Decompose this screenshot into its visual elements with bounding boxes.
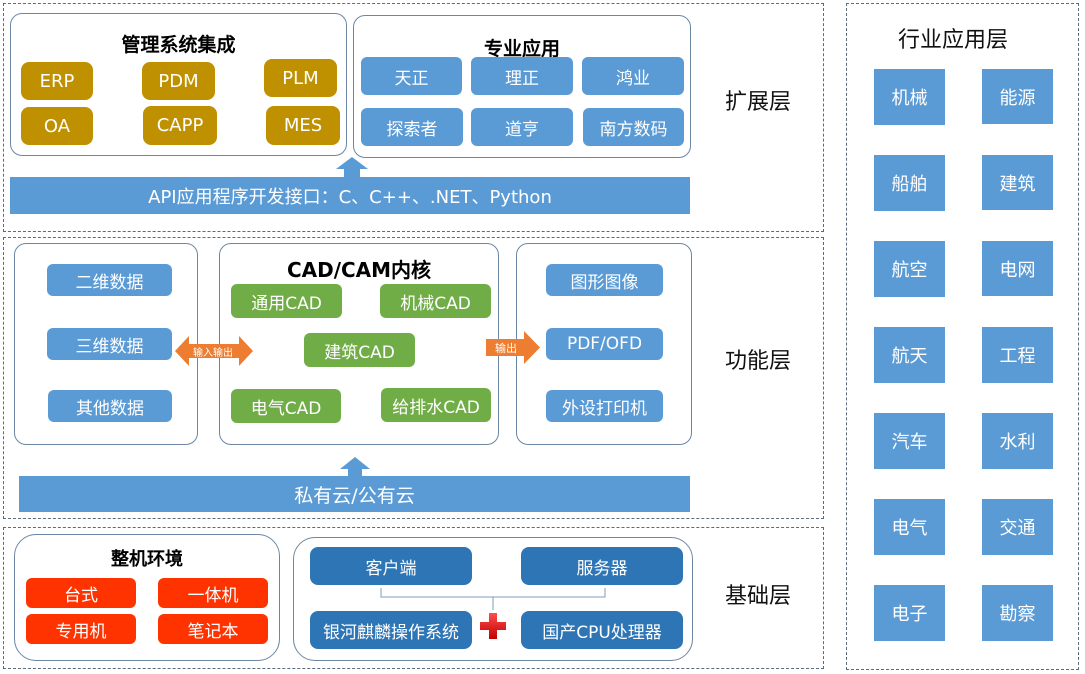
industry-construction[interactable]: 建筑 [982, 155, 1053, 210]
output-arrow-icon [486, 331, 540, 364]
io-double-arrow-icon [175, 336, 253, 366]
industry-survey[interactable]: 勘察 [982, 585, 1053, 641]
chip-daoheng[interactable]: 道亨 [471, 108, 573, 146]
chip-nanfang[interactable]: 南方数码 [583, 108, 684, 146]
chip-drainage-cad[interactable]: 给排水CAD [381, 388, 491, 422]
function-layer-frame [3, 237, 824, 519]
bracket-connector [380, 588, 606, 610]
base-layer-frame [3, 527, 824, 669]
industry-energy[interactable]: 能源 [982, 69, 1053, 124]
industry-engineering[interactable]: 工程 [982, 327, 1053, 383]
base-layer-label: 基础层 [725, 584, 792, 609]
chip-other-data[interactable]: 其他数据 [48, 390, 172, 422]
chip-plm[interactable]: PLM [264, 59, 337, 97]
extension-layer-frame [3, 3, 824, 232]
machine-env-title: 整机环境 [111, 549, 183, 570]
chip-special-machine[interactable]: 专用机 [26, 614, 136, 644]
chip-all-in-one[interactable]: 一体机 [158, 578, 268, 608]
chip-graphics[interactable]: 图形图像 [546, 264, 663, 296]
chip-oa[interactable]: OA [21, 107, 93, 145]
industry-shipbuilding[interactable]: 船舶 [874, 155, 945, 211]
plus-icon [480, 613, 506, 639]
chip-architecture-cad[interactable]: 建筑CAD [304, 333, 415, 367]
industry-electronics[interactable]: 电子 [874, 585, 945, 641]
api-bar: API应用程序开发接口：C、C++、.NET、Python [10, 177, 690, 214]
output-arrow-label: 输出 [495, 342, 517, 355]
chip-pdf-ofd[interactable]: PDF/OFD [546, 328, 663, 360]
chip-printer[interactable]: 外设打印机 [546, 390, 663, 422]
chip-hongye[interactable]: 鸿业 [582, 57, 684, 95]
industry-layer-frame [846, 3, 1079, 670]
industry-layer-label: 行业应用层 [898, 28, 1009, 53]
management-title: 管理系统集成 [121, 34, 236, 56]
chip-server[interactable]: 服务器 [521, 547, 683, 585]
kernel-title: CAD/CAM内核 [286, 258, 432, 282]
chip-tansuozhe[interactable]: 探索者 [361, 108, 463, 146]
chip-electrical-cad[interactable]: 电气CAD [231, 389, 341, 423]
chip-desktop[interactable]: 台式 [26, 578, 136, 608]
industry-power-grid[interactable]: 电网 [982, 241, 1053, 296]
professional-title: 专业应用 [483, 38, 560, 60]
chip-capp[interactable]: CAPP [143, 106, 217, 145]
chip-laptop[interactable]: 笔记本 [158, 614, 268, 644]
chip-tianzheng[interactable]: 天正 [361, 57, 462, 95]
chip-lizheng[interactable]: 理正 [471, 57, 573, 95]
industry-electrical[interactable]: 电气 [874, 499, 945, 555]
cloud-bar: 私有云/公有云 [19, 476, 690, 512]
chip-os[interactable]: 银河麒麟操作系统 [310, 611, 472, 649]
chip-general-cad[interactable]: 通用CAD [231, 284, 342, 318]
chip-mes[interactable]: MES [266, 106, 340, 145]
cloud-up-arrow-icon [340, 457, 370, 479]
extension-layer-label: 扩展层 [725, 90, 792, 115]
industry-transport[interactable]: 交通 [982, 499, 1053, 555]
api-up-arrow-icon [336, 157, 368, 179]
chip-cpu[interactable]: 国产CPU处理器 [521, 611, 683, 649]
chip-mechanical-cad[interactable]: 机械CAD [380, 284, 491, 318]
chip-client[interactable]: 客户端 [310, 547, 472, 585]
chip-2d-data[interactable]: 二维数据 [47, 264, 172, 296]
industry-automotive[interactable]: 汽车 [874, 413, 945, 469]
industry-water[interactable]: 水利 [982, 413, 1053, 469]
industry-mechanical[interactable]: 机械 [874, 69, 945, 125]
chip-3d-data[interactable]: 三维数据 [47, 328, 172, 360]
io-arrow-label: 输入输出 [193, 348, 233, 359]
chip-pdm[interactable]: PDM [142, 62, 215, 100]
industry-aerospace[interactable]: 航天 [874, 327, 945, 383]
chip-erp[interactable]: ERP [21, 62, 93, 100]
industry-aviation[interactable]: 航空 [874, 241, 945, 297]
function-layer-label: 功能层 [725, 349, 792, 374]
